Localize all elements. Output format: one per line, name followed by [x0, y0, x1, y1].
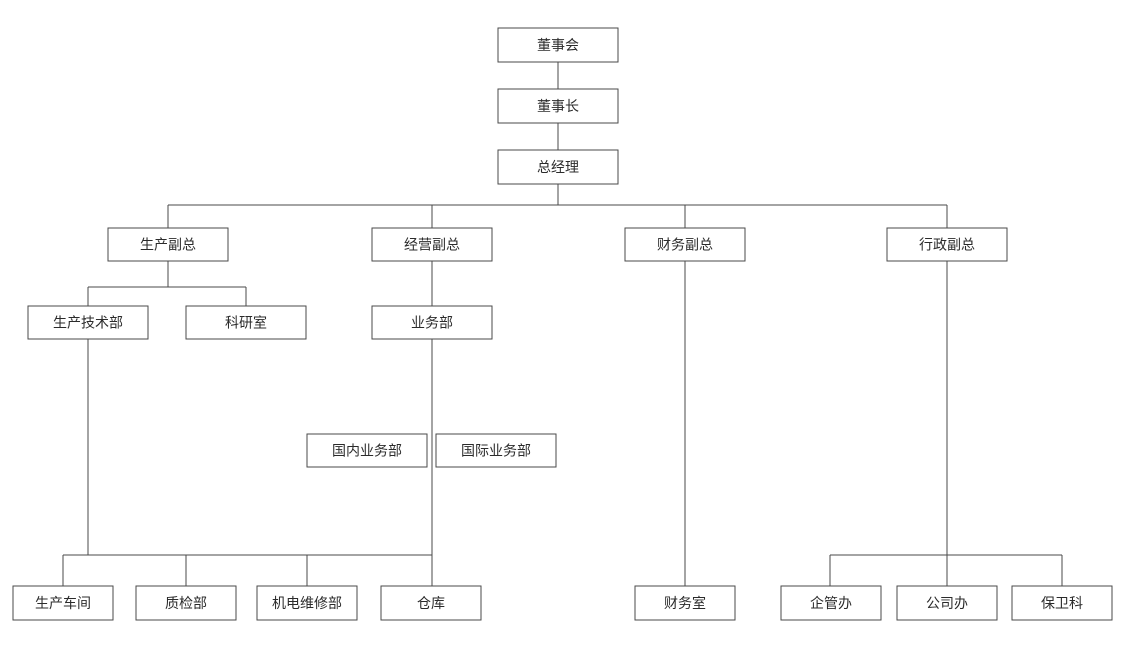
node-label-domestic-business: 国内业务部: [332, 444, 402, 460]
node-box-board: [497, 27, 619, 63]
node-box-enterprise-mgmt: [780, 585, 882, 621]
org-node-intl-business[interactable]: 国际业务部: [435, 433, 557, 468]
node-box-company-office: [896, 585, 998, 621]
node-box-maintenance-dept: [256, 585, 358, 621]
node-label-enterprise-mgmt: 企管办: [810, 595, 852, 612]
org-node-vp-admin[interactable]: 行政副总: [886, 227, 1008, 262]
node-label-production-shop: 生产车间: [35, 595, 91, 612]
node-box-vp-operations: [371, 227, 493, 262]
node-label-chairman: 董事长: [537, 99, 579, 115]
node-label-vp-production: 生产副总: [140, 238, 196, 254]
node-label-vp-operations: 经营副总: [404, 238, 460, 254]
org-node-security-dept[interactable]: 保卫科: [1011, 585, 1113, 621]
node-box-security-dept: [1011, 585, 1113, 621]
node-box-quality-dept: [135, 585, 237, 621]
org-node-warehouse[interactable]: 仓库: [380, 585, 482, 621]
org-node-domestic-business[interactable]: 国内业务部: [306, 433, 428, 468]
node-label-business-dept: 业务部: [411, 316, 453, 332]
node-box-vp-admin: [886, 227, 1008, 262]
org-node-board[interactable]: 董事会: [497, 27, 619, 63]
node-label-quality-dept: 质检部: [165, 596, 207, 612]
node-box-intl-business: [435, 433, 557, 468]
node-label-general-manager: 总经理: [537, 160, 579, 176]
node-label-finance-office: 财务室: [664, 595, 706, 612]
org-node-general-manager[interactable]: 总经理: [497, 149, 619, 185]
node-label-warehouse: 仓库: [417, 596, 445, 612]
org-node-production-shop[interactable]: 生产车间: [12, 585, 114, 621]
node-box-research-lab: [185, 305, 307, 340]
node-label-security-dept: 保卫科: [1041, 596, 1083, 612]
org-node-research-lab[interactable]: 科研室: [185, 305, 307, 340]
node-label-intl-business: 国际业务部: [461, 444, 531, 460]
node-label-production-tech: 生产技术部: [53, 316, 123, 332]
org-node-quality-dept[interactable]: 质检部: [135, 585, 237, 621]
org-node-vp-finance[interactable]: 财务副总: [624, 227, 746, 262]
org-node-chairman[interactable]: 董事长: [497, 88, 619, 124]
node-box-production-tech: [27, 305, 149, 340]
node-box-finance-office: [634, 585, 736, 621]
node-box-domestic-business: [306, 433, 428, 468]
node-label-research-lab: 科研室: [225, 315, 267, 332]
node-box-warehouse: [380, 585, 482, 621]
node-box-vp-production: [107, 227, 229, 262]
connector-layer: [62, 62, 1063, 586]
node-label-board: 董事会: [537, 38, 579, 54]
org-node-company-office[interactable]: 公司办: [896, 585, 998, 621]
org-node-vp-operations[interactable]: 经营副总: [371, 227, 493, 262]
org-node-maintenance-dept[interactable]: 机电维修部: [256, 585, 358, 621]
org-node-business-dept[interactable]: 业务部: [371, 305, 493, 340]
org-node-vp-production[interactable]: 生产副总: [107, 227, 229, 262]
node-label-vp-finance: 财务副总: [657, 238, 713, 254]
node-box-production-shop: [12, 585, 114, 621]
node-box-vp-finance: [624, 227, 746, 262]
node-label-vp-admin: 行政副总: [919, 238, 975, 254]
org-node-production-tech[interactable]: 生产技术部: [27, 305, 149, 340]
org-node-enterprise-mgmt[interactable]: 企管办: [780, 585, 882, 621]
node-box-general-manager: [497, 149, 619, 185]
node-box-business-dept: [371, 305, 493, 340]
node-label-maintenance-dept: 机电维修部: [272, 596, 342, 612]
node-box-chairman: [497, 88, 619, 124]
node-label-company-office: 公司办: [926, 596, 968, 612]
org-node-finance-office[interactable]: 财务室: [634, 585, 736, 621]
